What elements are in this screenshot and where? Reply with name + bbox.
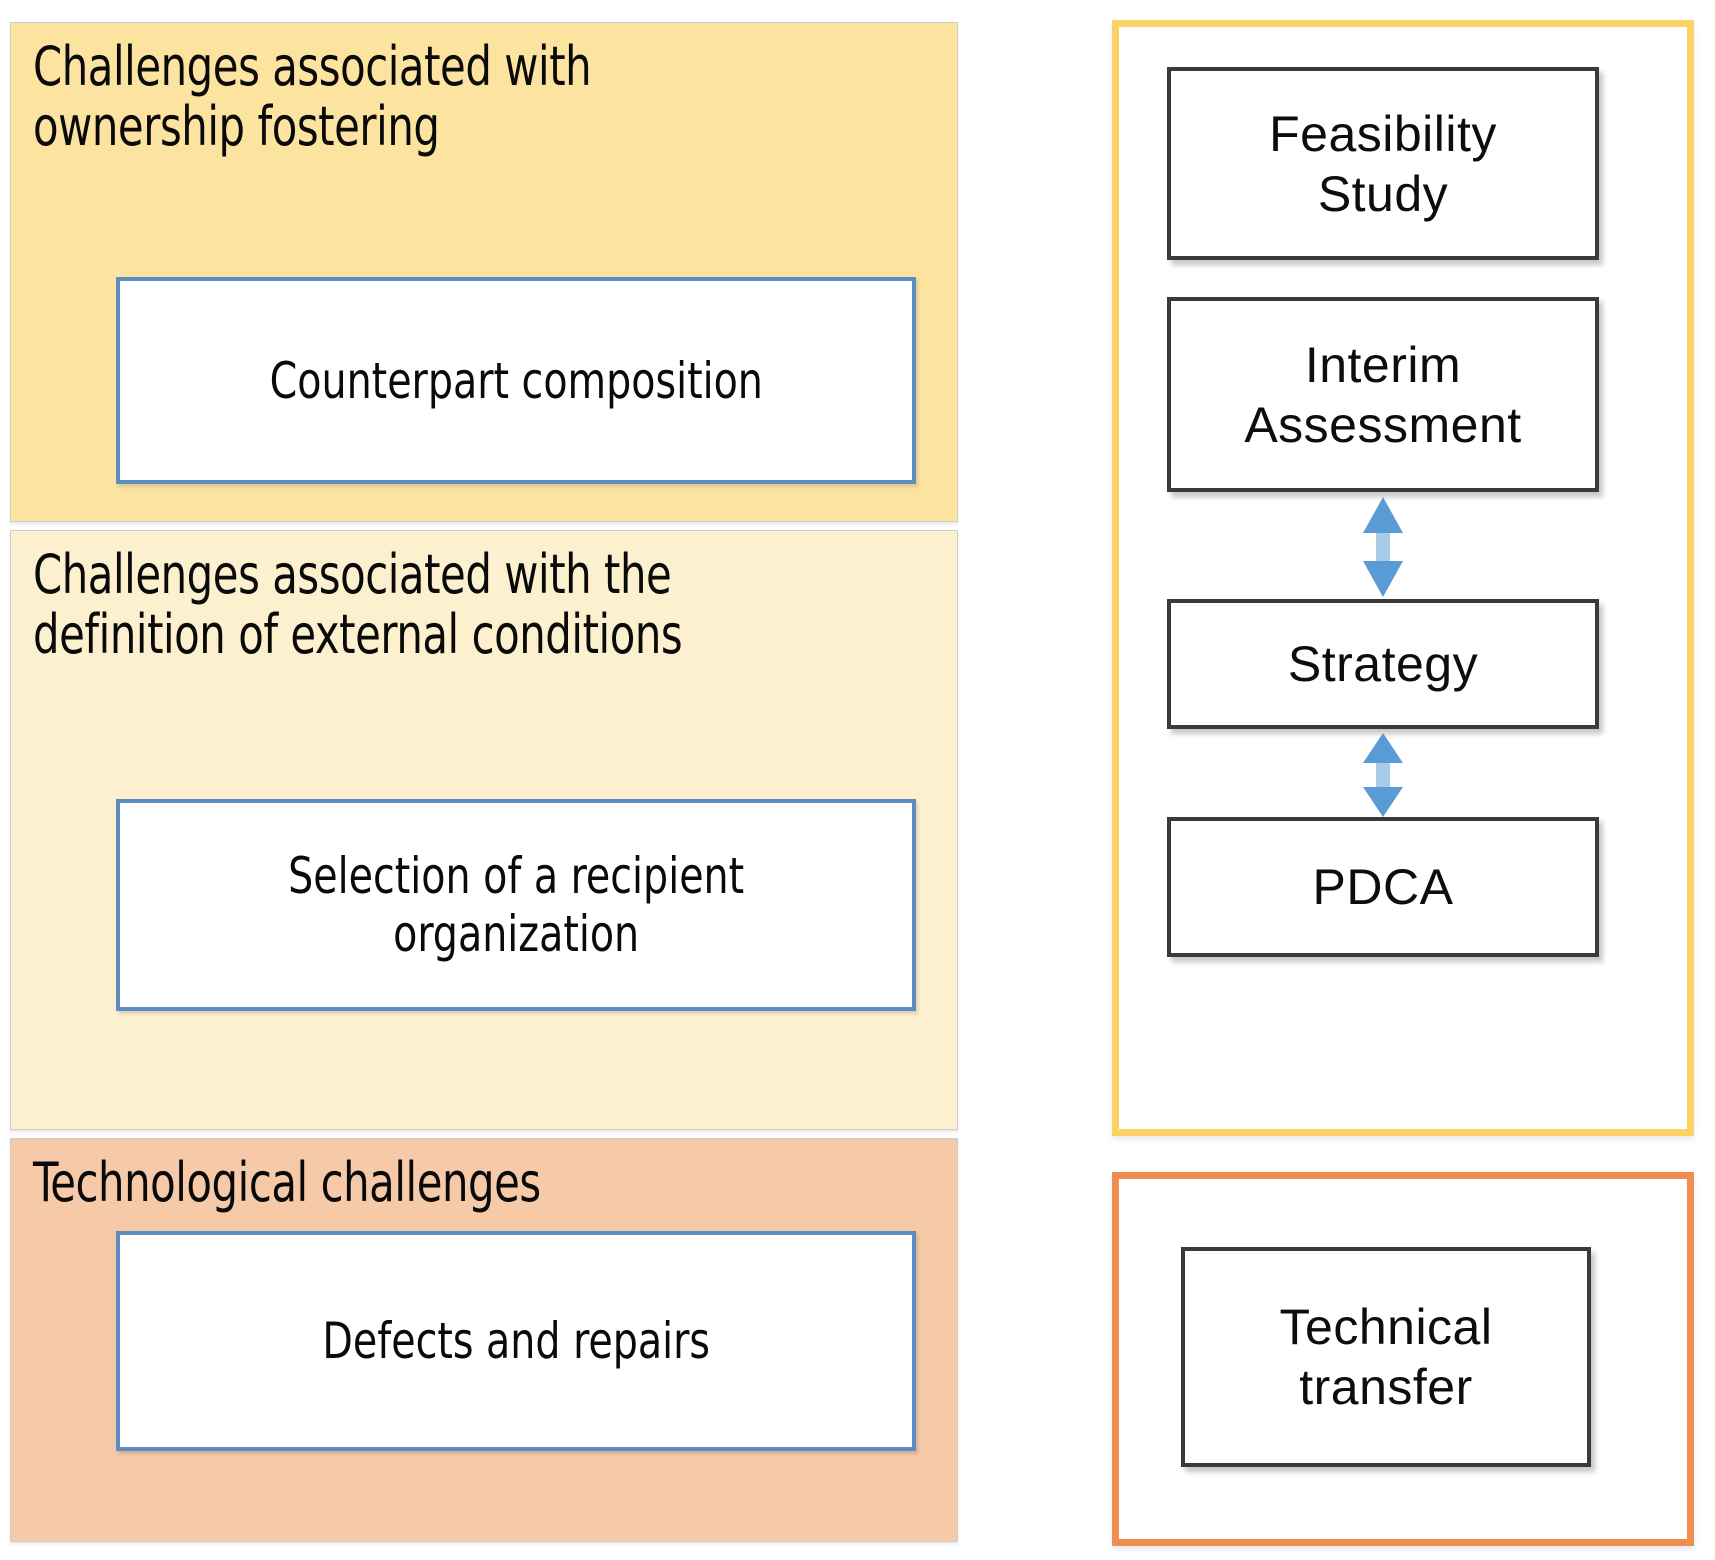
process-box-label: Interim Assessment xyxy=(1244,336,1522,453)
panel-external-conditions: Challenges associated with the definitio… xyxy=(10,530,958,1130)
challenge-item-defects-and-repairs[interactable]: Defects and repairs xyxy=(116,1231,916,1451)
process-box-label: Feasibility Study xyxy=(1269,105,1497,222)
challenge-item-label: Counterpart composition xyxy=(269,351,763,410)
process-box-feasibility-study[interactable]: Feasibility Study xyxy=(1167,67,1599,260)
panel-title-external-conditions: Challenges associated with the definitio… xyxy=(33,543,683,667)
challenge-item-label: Selection of a recipient organization xyxy=(287,847,745,963)
panel-title-technological-challenges: Technological challenges xyxy=(33,1151,541,1214)
double-arrow-icon-interim-strategy xyxy=(1359,497,1407,597)
challenge-item-recipient-organization[interactable]: Selection of a recipient organization xyxy=(116,799,916,1011)
process-column: Feasibility Study Interim Assessment Str… xyxy=(1112,20,1694,1548)
panel-technological-challenges: Technological challenges Defects and rep… xyxy=(10,1138,958,1542)
panel-title-ownership-fostering: Challenges associated with ownership fos… xyxy=(33,35,592,159)
challenge-item-label: Defects and repairs xyxy=(322,1312,710,1370)
process-box-label: Technical transfer xyxy=(1279,1299,1493,1415)
challenges-column: Challenges associated with ownership fos… xyxy=(10,22,958,1546)
process-box-label: PDCA xyxy=(1312,859,1454,915)
double-arrow-icon-strategy-pdca xyxy=(1359,733,1407,817)
challenge-item-counterpart-composition[interactable]: Counterpart composition xyxy=(116,277,916,484)
transfer-group-container: Technical transfer xyxy=(1112,1172,1694,1546)
process-box-interim-assessment[interactable]: Interim Assessment xyxy=(1167,297,1599,492)
process-box-technical-transfer[interactable]: Technical transfer xyxy=(1181,1247,1591,1467)
process-box-strategy[interactable]: Strategy xyxy=(1167,599,1599,729)
panel-ownership-fostering: Challenges associated with ownership fos… xyxy=(10,22,958,522)
process-box-pdca[interactable]: PDCA xyxy=(1167,817,1599,957)
process-box-label: Strategy xyxy=(1287,636,1479,692)
process-group-container: Feasibility Study Interim Assessment Str… xyxy=(1112,20,1694,1136)
